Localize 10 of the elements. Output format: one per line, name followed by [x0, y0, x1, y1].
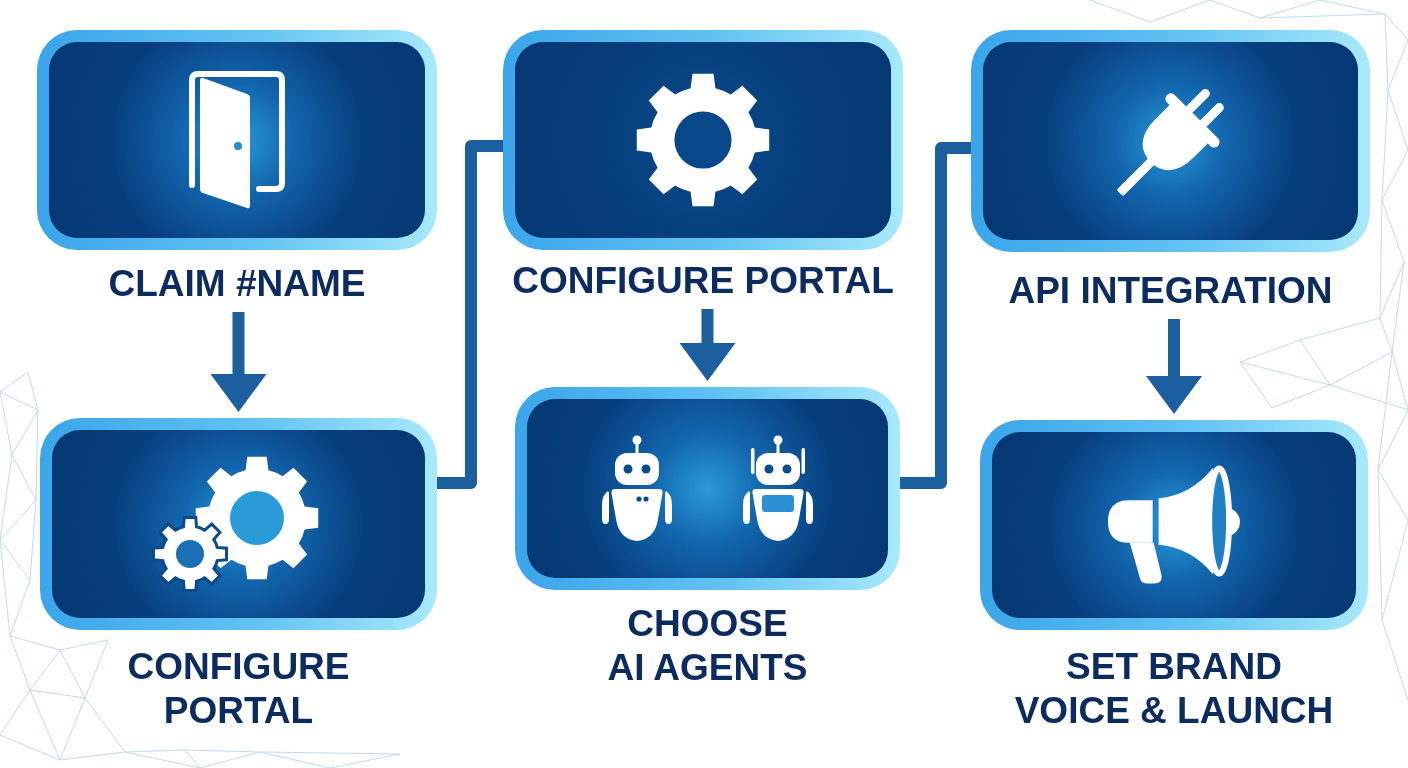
connector-line: [437, 140, 503, 489]
arrow: [1146, 319, 1202, 414]
arrow: [679, 309, 736, 381]
arrow: [210, 312, 267, 412]
step-title: CLAIM #NAME: [107, 262, 367, 306]
step-title: API INTEGRATION: [1007, 269, 1334, 313]
step-title: CHOOSE AI AGENTS: [606, 602, 809, 690]
step-title: SET BRAND VOICE & LAUNCH: [1013, 645, 1335, 733]
step-title: CONFIGURE PORTAL: [126, 645, 351, 733]
step-title: CONFIGURE PORTAL: [511, 259, 895, 303]
